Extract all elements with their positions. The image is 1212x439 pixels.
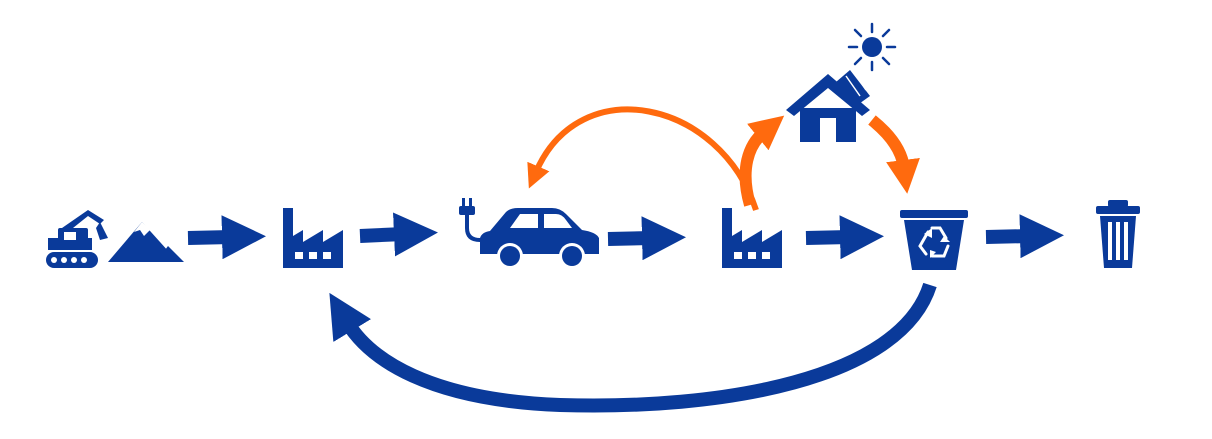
flow-arrow-raw-to-production [187, 215, 266, 260]
trash-can-icon [1096, 200, 1140, 268]
sun-icon [847, 22, 897, 72]
flow-arrow-second-life-to-vehicle [527, 106, 759, 211]
flow-arrow-vehicle-to-second-life [607, 216, 686, 261]
flow-arrow-production-to-vehicle [359, 212, 438, 257]
electric-car-icon [459, 198, 599, 269]
recycling-bin-icon [900, 210, 968, 270]
flow-arrow-second-life-to-home [739, 115, 785, 207]
flow-arrow-home-to-recycling [868, 115, 920, 194]
excavator-mountains-icon [46, 210, 184, 268]
flow-arrow-recycling-to-disposal [985, 214, 1064, 259]
flow-arrow-recycling-to-production [329, 282, 937, 413]
factory-icon [283, 208, 343, 268]
flow-arrow-second-life-to-recycling [805, 215, 884, 260]
house-solar-icon [786, 70, 870, 142]
factory-icon [722, 208, 782, 268]
flow-arrows-main [187, 212, 1064, 261]
